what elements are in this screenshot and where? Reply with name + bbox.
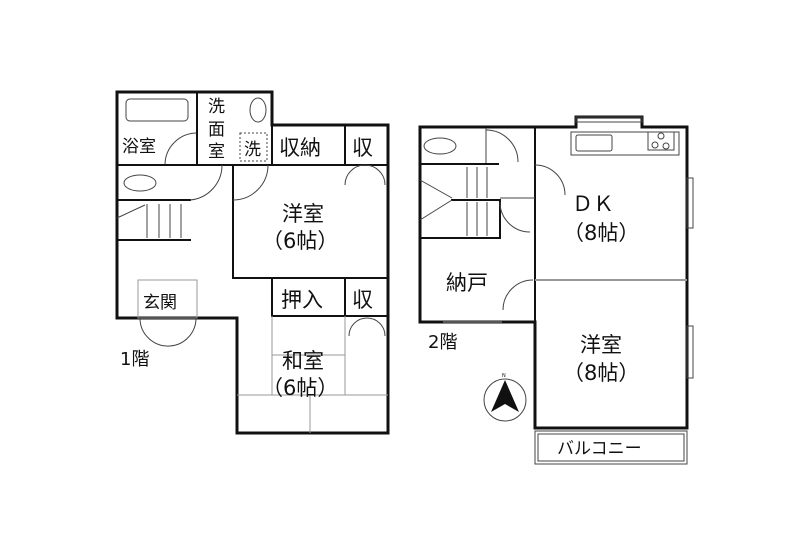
laundry-label: 洗: [244, 140, 261, 160]
room-bath-label: 浴室: [122, 137, 156, 157]
room-dk-label: ＤＫ: [572, 192, 614, 216]
room-oshiire-label: 押入: [281, 288, 323, 312]
room-japanese-size: （6帖）: [262, 376, 338, 400]
floor-1-plan: [115, 90, 390, 435]
balcony-label: バルコニー: [557, 439, 642, 459]
room-dk-size: （8帖）: [563, 221, 639, 245]
room-western-2f-size: （8帖）: [563, 361, 639, 385]
north-compass-icon: N: [483, 373, 527, 422]
floor-2-plan: [418, 115, 694, 465]
floor-2-label: 2階: [428, 332, 457, 353]
room-washroom-label-1: 洗: [208, 97, 225, 117]
room-washroom-label-2: 面: [208, 120, 225, 140]
room-closet-bottom-label: 収: [352, 288, 373, 312]
room-nando-label: 納戸: [446, 271, 488, 295]
room-japanese-label: 和室: [282, 349, 324, 373]
room-entrance-label: 玄関: [143, 293, 177, 313]
room-western-1f-size: （6帖）: [262, 229, 338, 253]
floor-1-label: 1階: [120, 349, 149, 370]
room-western-1f-label: 洋室: [282, 202, 324, 226]
room-western-2f-label: 洋室: [580, 333, 622, 357]
room-closet-top-label: 収: [352, 136, 373, 160]
compass-north-label: N: [502, 373, 506, 379]
room-washroom-label-3: 室: [208, 142, 225, 162]
room-storage-label: 収納: [279, 136, 321, 160]
